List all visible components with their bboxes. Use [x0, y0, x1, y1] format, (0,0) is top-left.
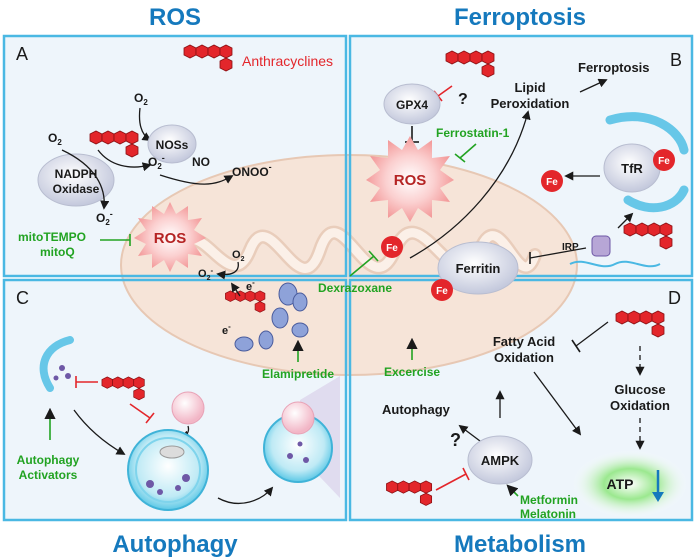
panel-label-b: B	[670, 50, 682, 70]
ferroptosis-label: Ferroptosis	[578, 60, 650, 75]
glucose-oxidation-label: Oxidation	[610, 398, 670, 413]
panel-label-a: A	[16, 44, 28, 64]
anthracyclines-label: Anthracyclines	[242, 53, 333, 69]
fe-label-tfr: Fe	[658, 156, 670, 167]
ros-burst-a	[134, 202, 206, 272]
fe-ion-ferritin	[431, 279, 453, 301]
excercise-label: Excercise	[384, 365, 440, 379]
o2-left-label: O2	[48, 131, 62, 147]
fe-ion-mito	[381, 236, 403, 258]
lipid-label: Lipid	[514, 80, 545, 95]
phagophore	[39, 336, 74, 392]
melatonin-label: Melatonin	[520, 507, 576, 521]
irp-label: IRP	[562, 242, 579, 253]
autophagosome-cargo	[146, 474, 190, 495]
lysosome-fused	[281, 401, 315, 435]
noss-label: NOSs	[156, 138, 189, 152]
gpx4-enzyme	[383, 83, 441, 125]
metformin-label: Metformin	[520, 493, 578, 507]
autophagy-label-d: Autophagy	[382, 402, 451, 417]
fatty-acid-label: Fatty Acid	[493, 334, 555, 349]
mito-cargo	[159, 445, 185, 459]
fe-ion-tfr	[653, 149, 675, 171]
glucose-label: Glucose	[614, 382, 665, 397]
autophagosome	[127, 429, 209, 511]
ferritin-protein	[437, 241, 519, 295]
ferritin-label: Ferritin	[456, 261, 501, 276]
mitoq-label: mitoQ	[40, 245, 75, 259]
autophagy-activators-label-1: Autophagy	[17, 453, 80, 467]
o2-minus-left-label: O2-	[96, 209, 113, 227]
phagophore-cargo	[53, 365, 71, 381]
nadph-label: NADPH	[55, 167, 98, 181]
o2-minus-label: O2-	[148, 153, 165, 171]
ros-label-a: ROS	[154, 230, 187, 247]
ros-burst-b	[366, 136, 454, 222]
atp-glow	[572, 450, 688, 518]
o2-top-label: O2	[134, 91, 148, 107]
question-mark-d: ?	[450, 430, 461, 450]
o2-mito-label: O2	[232, 249, 245, 263]
gpx4-label: GPX4	[396, 98, 428, 112]
etc-complexes	[234, 282, 309, 352]
panel-label-c: C	[16, 288, 29, 308]
autophagy-activators-label-2: Activators	[19, 468, 78, 482]
ampk-enzyme	[467, 435, 533, 485]
irp-protein	[591, 235, 611, 257]
e-minus-top-label: e-	[246, 278, 255, 293]
tfr-label: TfR	[621, 161, 643, 176]
o2-minus-mito-label: O2-	[198, 266, 213, 282]
nadph-oxidase	[37, 153, 115, 207]
title-ros: ROS	[149, 4, 201, 31]
ferrostatin-label: Ferrostatin-1	[436, 126, 510, 140]
panel-borders	[2, 34, 694, 522]
autolysosome-cargo	[287, 441, 309, 463]
lysosome	[171, 391, 205, 425]
title-metabolism: Metabolism	[454, 531, 586, 558]
noss-enzyme	[147, 124, 197, 164]
atp-label: ATP	[607, 476, 634, 492]
mitotempo-label: mitoTEMPO	[18, 230, 86, 244]
fe-label-free: Fe	[546, 177, 558, 188]
oxidase-label: Oxidase	[53, 182, 100, 196]
elamipretide-label: Elamipretide	[262, 367, 334, 381]
title-ferroptosis: Ferroptosis	[454, 4, 586, 31]
peroxidation-label: Peroxidation	[491, 96, 570, 111]
fatty-oxidation-label: Oxidation	[494, 350, 554, 365]
no-label: NO	[192, 155, 210, 169]
fe-ion-free	[541, 170, 563, 192]
question-mark-b: ?	[458, 91, 468, 108]
fe-label-ferritin: Fe	[436, 286, 448, 297]
ros-label-b: ROS	[394, 172, 427, 189]
fe-label-mito: Fe	[386, 243, 398, 254]
ampk-label: AMPK	[481, 453, 520, 468]
panel-label-d: D	[668, 288, 681, 308]
dexrazoxane-label: Dexrazoxane	[318, 281, 392, 295]
atp-down-arrow-head	[652, 492, 664, 502]
e-minus-bottom-label: e-	[222, 322, 231, 337]
onoo-label: ONOO-	[232, 162, 272, 179]
title-autophagy: Autophagy	[112, 531, 238, 558]
